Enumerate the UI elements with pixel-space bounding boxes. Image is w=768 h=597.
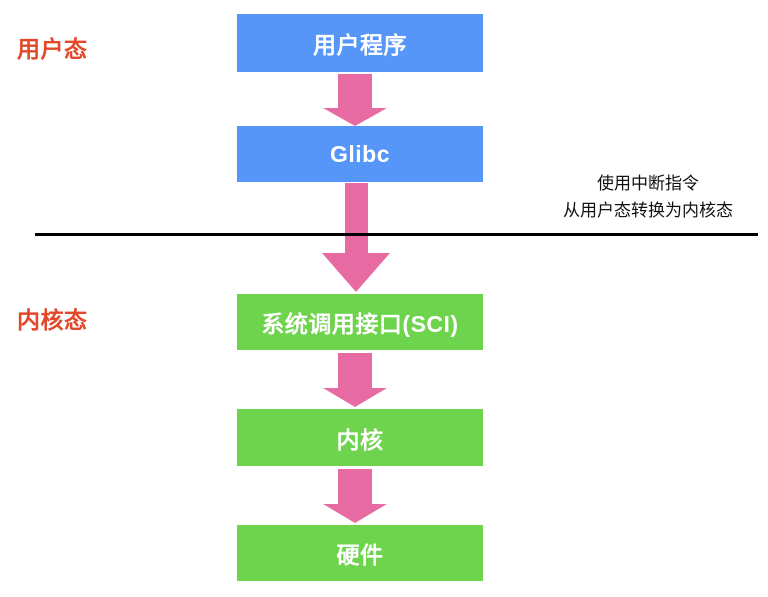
transition-annotation: 使用中断指令 从用户态转换为内核态 [534, 170, 762, 224]
node-user-program: 用户程序 [237, 14, 483, 72]
mode-divider-line [35, 233, 758, 236]
node-glibc: Glibc [237, 126, 483, 182]
annotation-line-2: 从用户态转换为内核态 [563, 201, 733, 220]
annotation-line-1: 使用中断指令 [597, 174, 699, 193]
mode-label-kernel: 内核态 [17, 307, 88, 333]
node-kernel: 内核 [237, 409, 483, 466]
node-hardware: 硬件 [237, 525, 483, 581]
mode-label-user: 用户态 [17, 36, 88, 62]
node-system-call-interface: 系统调用接口(SCI) [237, 294, 483, 350]
